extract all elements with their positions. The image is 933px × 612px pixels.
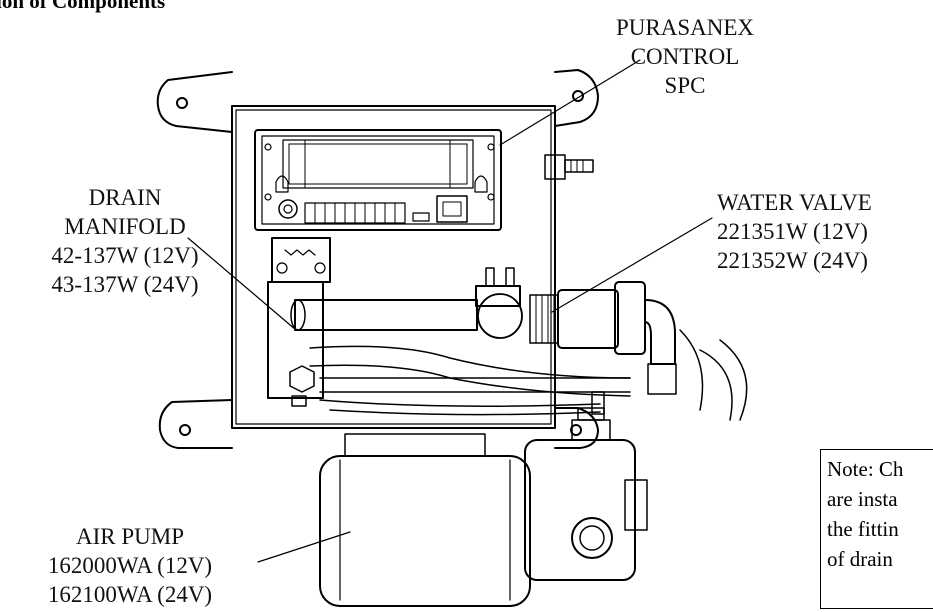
control-display [283,140,473,188]
label-line: 42-137W (12V) [51,243,199,268]
bracket-hole [571,425,581,435]
label-line: PURASANEX [615,15,755,40]
top-mounting-bracket-right [555,70,598,126]
label-line: 162000WA (12V) [47,553,213,578]
note-line: Note: Ch [827,457,904,481]
label-line: DRAIN [88,185,162,210]
label-water-valve: WATER VALVE 221351W (12V) 221352W (24V) [717,188,933,275]
pump-head [525,440,635,580]
label-line: AIR PUMP [75,524,184,549]
label-line: MANIFOLD [64,214,186,239]
leader-line-control [500,60,640,145]
bottom-mounting-bracket [160,400,232,448]
elbow-fitting [645,300,675,364]
upper-tube [295,300,477,330]
note-line: of drain [827,547,893,571]
control-knob [279,200,297,218]
drain-fitting [290,366,314,392]
label-line: 43-137W (24V) [51,272,199,297]
outlet-hoses [680,330,747,420]
screw-icon [265,194,271,200]
enclosure-outer [232,106,555,428]
rj-port [437,196,467,222]
bracket-hole [573,91,583,101]
note-box: Note: Ch are insta the fittin of drain [820,449,933,609]
middle-tube [310,346,630,378]
bracket-hole [177,98,187,108]
enclosure-inner [236,110,551,424]
note-line: the fittin [827,517,899,541]
leader-line-drain [188,238,296,330]
top-mounting-bracket [158,72,232,132]
leader-line-valve [552,218,712,312]
label-line: 162100WA (24V) [47,582,213,607]
control-module [255,130,501,230]
valve-coupling [558,290,618,348]
pump-mount [345,434,485,456]
label-line: 221352W (24V) [717,248,868,273]
screw-icon [265,144,271,150]
bracket-hole [180,425,190,435]
label-line: WATER VALVE [717,190,872,215]
air-pump-motor [320,456,530,606]
label-line: 221351W (12V) [717,219,868,244]
label-line: SPC [664,73,706,98]
section-title: ion of Components [0,0,166,13]
screw-icon [488,194,494,200]
label-air-pump: AIR PUMP 162000WA (12V) 162100WA (24V) [12,522,248,609]
pump-port [572,518,612,558]
bottom-mounting-bracket-right [555,408,598,448]
dip-switch [413,213,429,221]
label-drain-manifold: DRAIN MANIFOLD 42-137W (12V) 43-137W (24… [10,183,240,299]
drain-solenoid [272,238,330,282]
note-line: are insta [827,487,898,511]
screw-icon [488,144,494,150]
leader-line-pump [258,532,350,562]
label-line: CONTROL [630,44,740,69]
drain-manifold-body [268,282,323,398]
label-purasanex-control: PURASANEX CONTROL SPC [590,13,780,100]
